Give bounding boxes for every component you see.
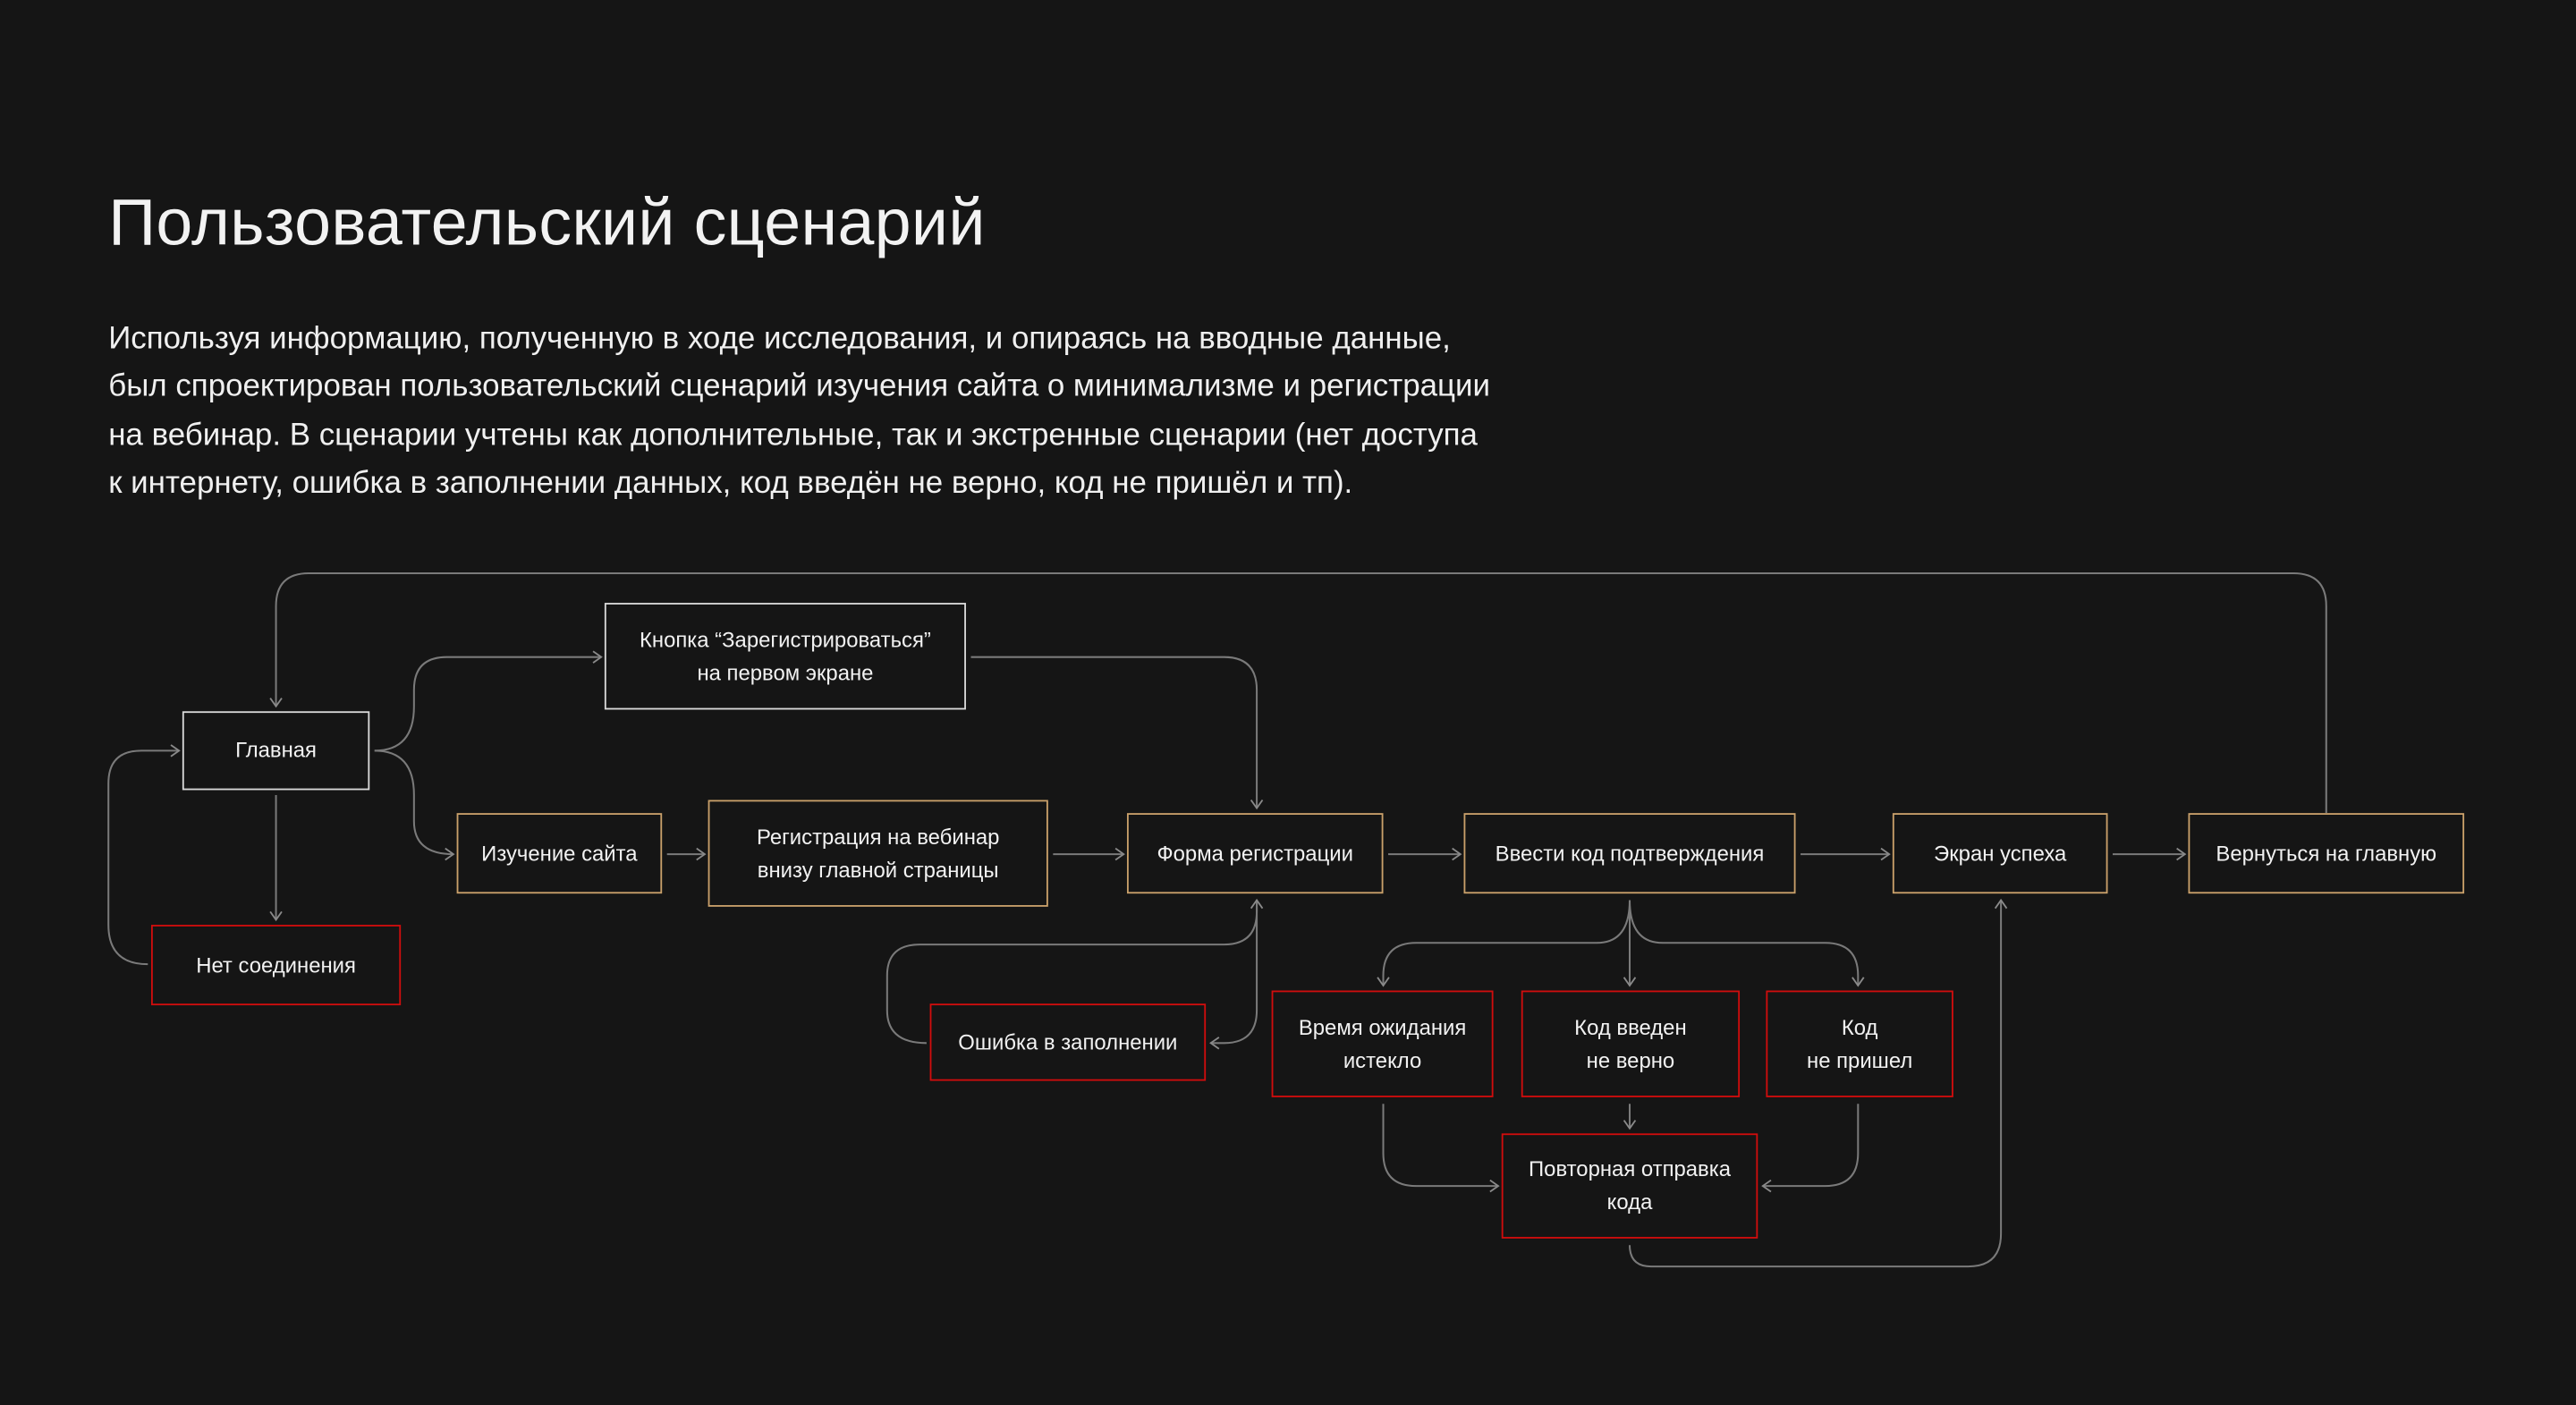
- node-label: истекло: [1343, 1046, 1422, 1072]
- node-label: Регистрация на вебинар: [756, 824, 1000, 849]
- connector-nocode-to-resend: [1761, 1104, 1860, 1193]
- connector-code-to-nocode: [1628, 900, 1865, 987]
- node-label: Главная: [235, 737, 317, 763]
- node-label: Ввести код подтверждения: [1495, 840, 1765, 866]
- node-label: на первом экране: [697, 659, 874, 684]
- connector-back-home-to-home: [269, 571, 2327, 814]
- node-enter-code: Ввести код подтверждения: [1463, 813, 1796, 894]
- node-label: Код введен: [1574, 1014, 1687, 1039]
- description-line: Используя информацию, полученную в ходе …: [108, 321, 1451, 357]
- node-label: Время ожидания: [1298, 1014, 1467, 1039]
- node-no-code: Код не пришел: [1766, 990, 1953, 1097]
- node-webinar-bottom: Регистрация на вебинар внизу главной стр…: [708, 800, 1048, 907]
- node-label: Изучение сайта: [481, 840, 638, 866]
- node-label: Форма регистрации: [1157, 840, 1353, 866]
- connector-home-to-explore: [374, 749, 455, 861]
- node-form: Форма регистрации: [1126, 813, 1384, 894]
- node-label: Кнопка “Зарегистрироваться”: [639, 626, 931, 652]
- node-register-button: Кнопка “Зарегистрироваться” на первом эк…: [604, 603, 966, 710]
- page-description: Используя информацию, полученную в ходе …: [108, 316, 1490, 509]
- page-title: Пользовательский сценарий: [108, 187, 986, 260]
- node-success: Экран успеха: [1892, 813, 2108, 894]
- node-no-connection: Нет соединения: [150, 925, 402, 1006]
- node-label: внизу главной страницы: [757, 856, 999, 882]
- connector-code-to-timeout: [1377, 900, 1631, 987]
- node-wrong-code: Код введен не верно: [1521, 990, 1741, 1097]
- node-home: Главная: [182, 711, 370, 791]
- node-resend: Повторная отправка кода: [1501, 1133, 1758, 1239]
- node-label: не пришел: [1807, 1046, 1913, 1072]
- connector-resend-to-success: [1628, 898, 2008, 1268]
- description-line: на вебинар. В сценарии учтены как дополн…: [108, 419, 1478, 453]
- node-timeout: Время ожидания истекло: [1271, 990, 1494, 1097]
- node-label: Ошибка в заполнении: [958, 1028, 1178, 1054]
- connector-button-to-form: [970, 656, 1264, 810]
- connector-no-connection-to-home: [107, 744, 181, 966]
- node-back-home: Вернуться на главную: [2188, 813, 2465, 894]
- node-label: Нет соединения: [196, 952, 356, 977]
- description-line: был спроектирован пользовательский сцена…: [108, 370, 1491, 405]
- node-label: Код: [1841, 1014, 1878, 1039]
- node-explore: Изучение сайта: [456, 813, 663, 894]
- node-label: не верно: [1586, 1046, 1675, 1072]
- node-label: Вернуться на главную: [2216, 840, 2437, 866]
- node-label: Экран успеха: [1934, 840, 2067, 866]
- node-label: кода: [1606, 1189, 1653, 1215]
- connector-home-to-button: [374, 650, 603, 752]
- description-line: к интернету, ошибка в заполнении данных,…: [108, 467, 1353, 502]
- node-fill-error: Ошибка в заполнении: [929, 1003, 1207, 1081]
- node-label: Повторная отправка: [1529, 1156, 1731, 1181]
- connector-timeout-to-resend: [1382, 1104, 1500, 1193]
- connector-form-to-error: [1209, 903, 1258, 1050]
- connector-error-to-form: [886, 898, 1264, 1045]
